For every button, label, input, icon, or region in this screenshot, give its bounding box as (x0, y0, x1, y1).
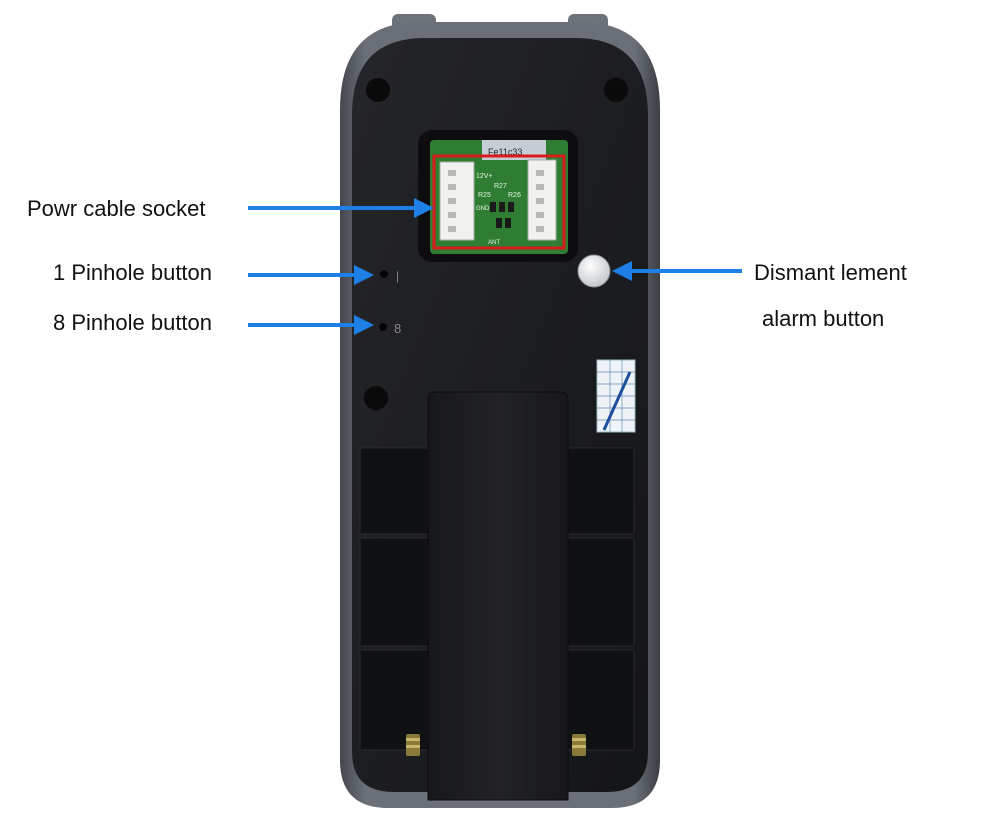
pcb-text-r27: R27 (494, 183, 507, 190)
recess-right-3 (565, 649, 635, 751)
callout-pinhole-1-label: 1 Pinhole button (53, 260, 213, 285)
dismantle-alarm-button[interactable] (577, 254, 611, 288)
pcb-text-r26: R26 (508, 192, 521, 199)
pinhole-1-marking: | (396, 269, 399, 283)
label-sticker (596, 359, 636, 433)
pcb-text-12v: 12V+ (476, 173, 493, 180)
screw-hole-top-right (604, 78, 628, 102)
callout-power-socket-label: Powr cable socket (27, 196, 206, 221)
recess-right-2 (565, 537, 635, 647)
callout-pinhole-8-label: 8 Pinhole button (53, 310, 213, 335)
callout-dismantle-arrow (612, 261, 742, 281)
callout-pinhole-1-arrow (248, 265, 374, 285)
pcb-text-r25: R25 (478, 192, 491, 199)
recess-left-2 (359, 537, 433, 647)
power-socket-highlight (432, 154, 566, 250)
pcb-text-gnd: GND (476, 206, 490, 212)
power-socket-left (439, 161, 475, 241)
screw-hole-top-left (366, 78, 390, 102)
screw-hole-mid-left (364, 386, 388, 410)
pinhole-8-marking: 8 (394, 321, 401, 336)
callout-power-socket-arrow (248, 198, 434, 218)
pinhole-button-8[interactable] (379, 323, 387, 331)
recess-left-1 (359, 447, 433, 535)
pinhole-button-1[interactable] (380, 270, 388, 278)
mounting-clip (427, 391, 569, 801)
screw-bottom-left (406, 734, 420, 756)
recess-left-3 (359, 649, 433, 751)
screw-bottom-right (572, 734, 586, 756)
callout-pinhole-8-arrow (248, 315, 374, 335)
callout-dismantle-label-line2: alarm button (762, 306, 885, 331)
pcb-text-ant: ANT (488, 240, 500, 246)
callout-dismantle-label-line1: Dismant lement (754, 260, 907, 285)
pcb-text-model: Fe11c33 (488, 147, 522, 157)
recess-right-1 (565, 447, 635, 535)
